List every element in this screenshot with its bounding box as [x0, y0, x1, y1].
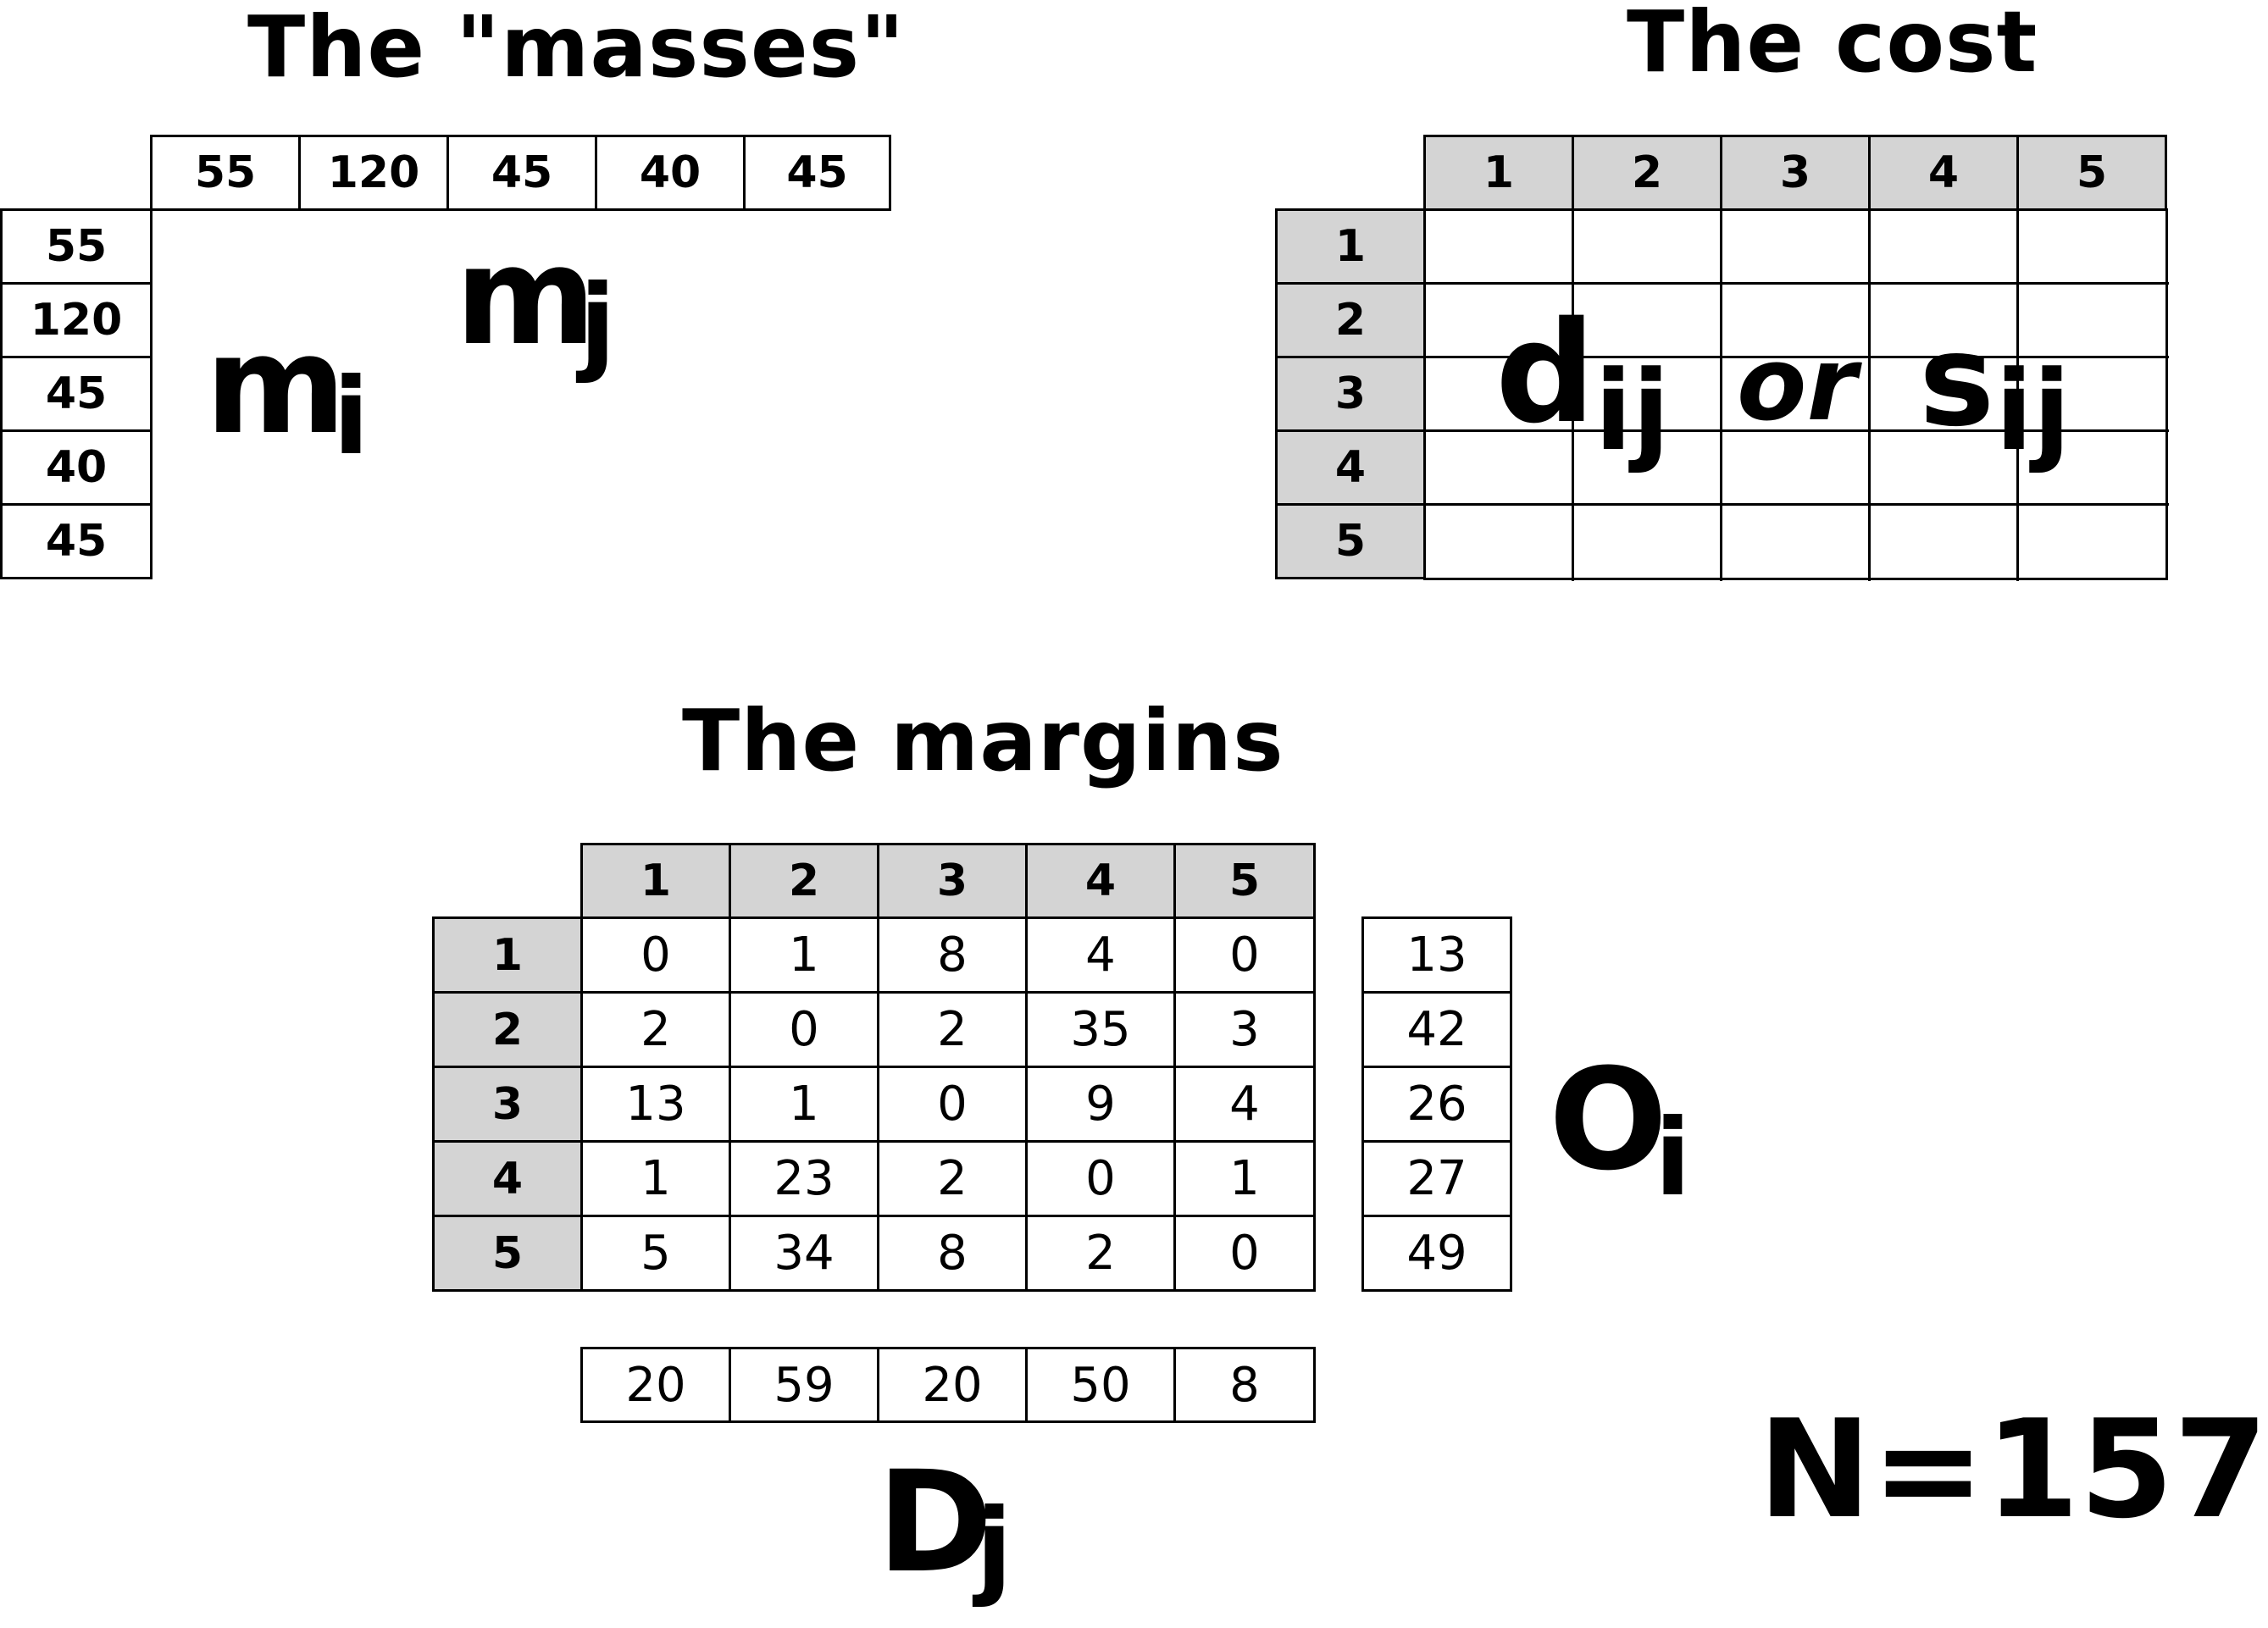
- cost-row-header: 1: [1275, 208, 1426, 285]
- cost-col-header: 3: [1720, 135, 1871, 211]
- row-total-cell: 49: [1361, 1215, 1512, 1292]
- cost-label-d-sub: ij: [1594, 346, 1671, 475]
- row-total-cell: 42: [1361, 991, 1512, 1068]
- margins-matrix-cell: 1: [729, 916, 879, 994]
- margins-matrix-cell: 2: [1025, 1215, 1176, 1292]
- margins-col-header: 1: [580, 843, 731, 919]
- margins-row-header: 3: [432, 1066, 583, 1143]
- margins-col-header: 3: [877, 843, 1028, 919]
- masses-label-mi-base: m: [205, 306, 347, 464]
- cost-col-header: 2: [1572, 135, 1722, 211]
- cost-grid: [1423, 208, 2169, 581]
- cost-row-header: 2: [1275, 282, 1426, 358]
- cost-title: The cost: [1627, 0, 2038, 91]
- cost-label-s-base: s: [1919, 307, 1995, 455]
- masses-col-cell: 120: [298, 135, 449, 211]
- masses-row-cell: 45: [0, 356, 152, 432]
- margins-matrix-cell: 0: [580, 916, 731, 994]
- column-total-cell: 20: [580, 1347, 731, 1423]
- cost-row-header: 4: [1275, 429, 1426, 506]
- margins-matrix-cell: 0: [1173, 916, 1316, 994]
- masses-col-cell: 40: [595, 135, 746, 211]
- column-total-cell: 20: [877, 1347, 1028, 1423]
- margins-matrix-cell: 0: [1025, 1140, 1176, 1217]
- masses-label-mi-sub: i: [333, 356, 369, 479]
- row-total-cell: 27: [1361, 1140, 1512, 1217]
- column-total-cell: 8: [1173, 1347, 1316, 1423]
- margins-matrix-cell: 3: [1173, 991, 1316, 1068]
- margins-matrix-cell: 2: [877, 991, 1028, 1068]
- margins-label-d-base: D: [877, 1441, 993, 1603]
- margins-matrix-cell: 0: [877, 1066, 1028, 1143]
- margins-row-header: 1: [432, 916, 583, 994]
- cost-col-header: 5: [2016, 135, 2167, 211]
- masses-col-cell: 45: [743, 135, 891, 211]
- margins-matrix-cell: 34: [729, 1215, 879, 1292]
- margins-col-header: 5: [1173, 843, 1316, 919]
- cost-col-header: 1: [1423, 135, 1574, 211]
- margins-matrix-cell: 0: [729, 991, 879, 1068]
- margins-matrix-cell: 8: [877, 1215, 1028, 1292]
- margins-matrix-cell: 1: [580, 1140, 731, 1217]
- margins-matrix-cell: 23: [729, 1140, 879, 1217]
- margins-matrix-cell: 35: [1025, 991, 1176, 1068]
- masses-row-cell: 40: [0, 429, 152, 506]
- masses-label-mj-sub: j: [579, 263, 616, 385]
- margins-matrix-cell: 1: [729, 1066, 879, 1143]
- margins-matrix-cell: 4: [1173, 1066, 1316, 1143]
- cost-label-d-base: d: [1495, 291, 1596, 454]
- cost-or-text: or: [1737, 326, 1857, 444]
- margins-matrix-cell: 5: [580, 1215, 731, 1292]
- cost-col-header: 4: [1868, 135, 2019, 211]
- masses-row-cell: 55: [0, 208, 152, 285]
- margins-matrix-cell: 13: [580, 1066, 731, 1143]
- masses-col-cell: 55: [150, 135, 301, 211]
- margins-row-header: 2: [432, 991, 583, 1068]
- margins-matrix-cell: 2: [877, 1140, 1028, 1217]
- masses-row-cell: 45: [0, 503, 152, 579]
- column-total-cell: 50: [1025, 1347, 1176, 1423]
- cost-row-header: 3: [1275, 356, 1426, 432]
- margins-title: The margins: [682, 691, 1284, 790]
- margins-col-header: 2: [729, 843, 879, 919]
- margins-matrix-cell: 8: [877, 916, 1028, 994]
- masses-label-mj-base: m: [455, 217, 596, 375]
- margins-col-header: 4: [1025, 843, 1176, 919]
- margins-label-d-sub: j: [976, 1487, 1012, 1609]
- masses-col-cell: 45: [446, 135, 597, 211]
- margins-matrix-cell: 9: [1025, 1066, 1176, 1143]
- margins-matrix-cell: 2: [580, 991, 731, 1068]
- masses-title: The "masses": [247, 0, 906, 97]
- column-total-cell: 59: [729, 1347, 879, 1423]
- masses-row-cell: 120: [0, 282, 152, 358]
- cost-label-s-sub: ij: [1995, 346, 2071, 475]
- cost-row-header: 5: [1275, 503, 1426, 579]
- margins-matrix-cell: 1: [1173, 1140, 1316, 1217]
- margins-label-o-base: O: [1549, 1038, 1668, 1201]
- row-total-cell: 13: [1361, 916, 1512, 994]
- total-n-label: N=157: [1758, 1390, 2268, 1548]
- row-total-cell: 26: [1361, 1066, 1512, 1143]
- margins-row-header: 5: [432, 1215, 583, 1292]
- margins-label-o-sub: i: [1655, 1097, 1691, 1220]
- margins-row-header: 4: [432, 1140, 583, 1217]
- margins-matrix-cell: 4: [1025, 916, 1176, 994]
- margins-matrix-cell: 0: [1173, 1215, 1316, 1292]
